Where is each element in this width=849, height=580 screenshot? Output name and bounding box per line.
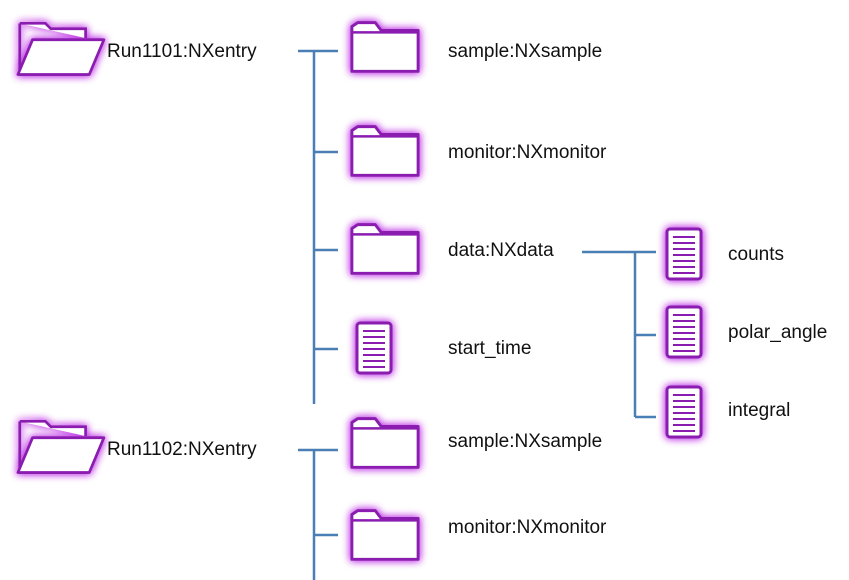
- node-label[interactable]: polar_angle: [728, 322, 828, 343]
- open-folder-icon: [16, 419, 106, 474]
- folder-icon: [350, 125, 420, 177]
- node-label[interactable]: monitor:NXmonitor: [448, 142, 607, 163]
- document-icon: [665, 227, 703, 281]
- node-label[interactable]: start_time: [448, 338, 532, 359]
- folder-icon: [350, 21, 420, 73]
- node-label[interactable]: data:NXdata: [448, 240, 554, 261]
- folder-icon: [350, 509, 420, 561]
- open-folder-icon: [16, 21, 106, 76]
- node-label[interactable]: sample:NXsample: [448, 431, 603, 452]
- connector-lines: [298, 49, 656, 580]
- node-label[interactable]: sample:NXsample: [448, 41, 603, 62]
- node-label[interactable]: integral: [728, 400, 791, 421]
- entry-label[interactable]: Run1102:NXentry: [107, 439, 257, 460]
- document-icon: [355, 321, 393, 375]
- node-label[interactable]: counts: [728, 244, 784, 265]
- folder-icon: [350, 417, 420, 469]
- document-icon: [665, 305, 703, 359]
- entry-label[interactable]: Run1101:NXentry: [107, 41, 257, 62]
- folder-icon: [350, 223, 420, 275]
- node-label[interactable]: monitor:NXmonitor: [448, 517, 607, 538]
- document-icon: [665, 385, 703, 439]
